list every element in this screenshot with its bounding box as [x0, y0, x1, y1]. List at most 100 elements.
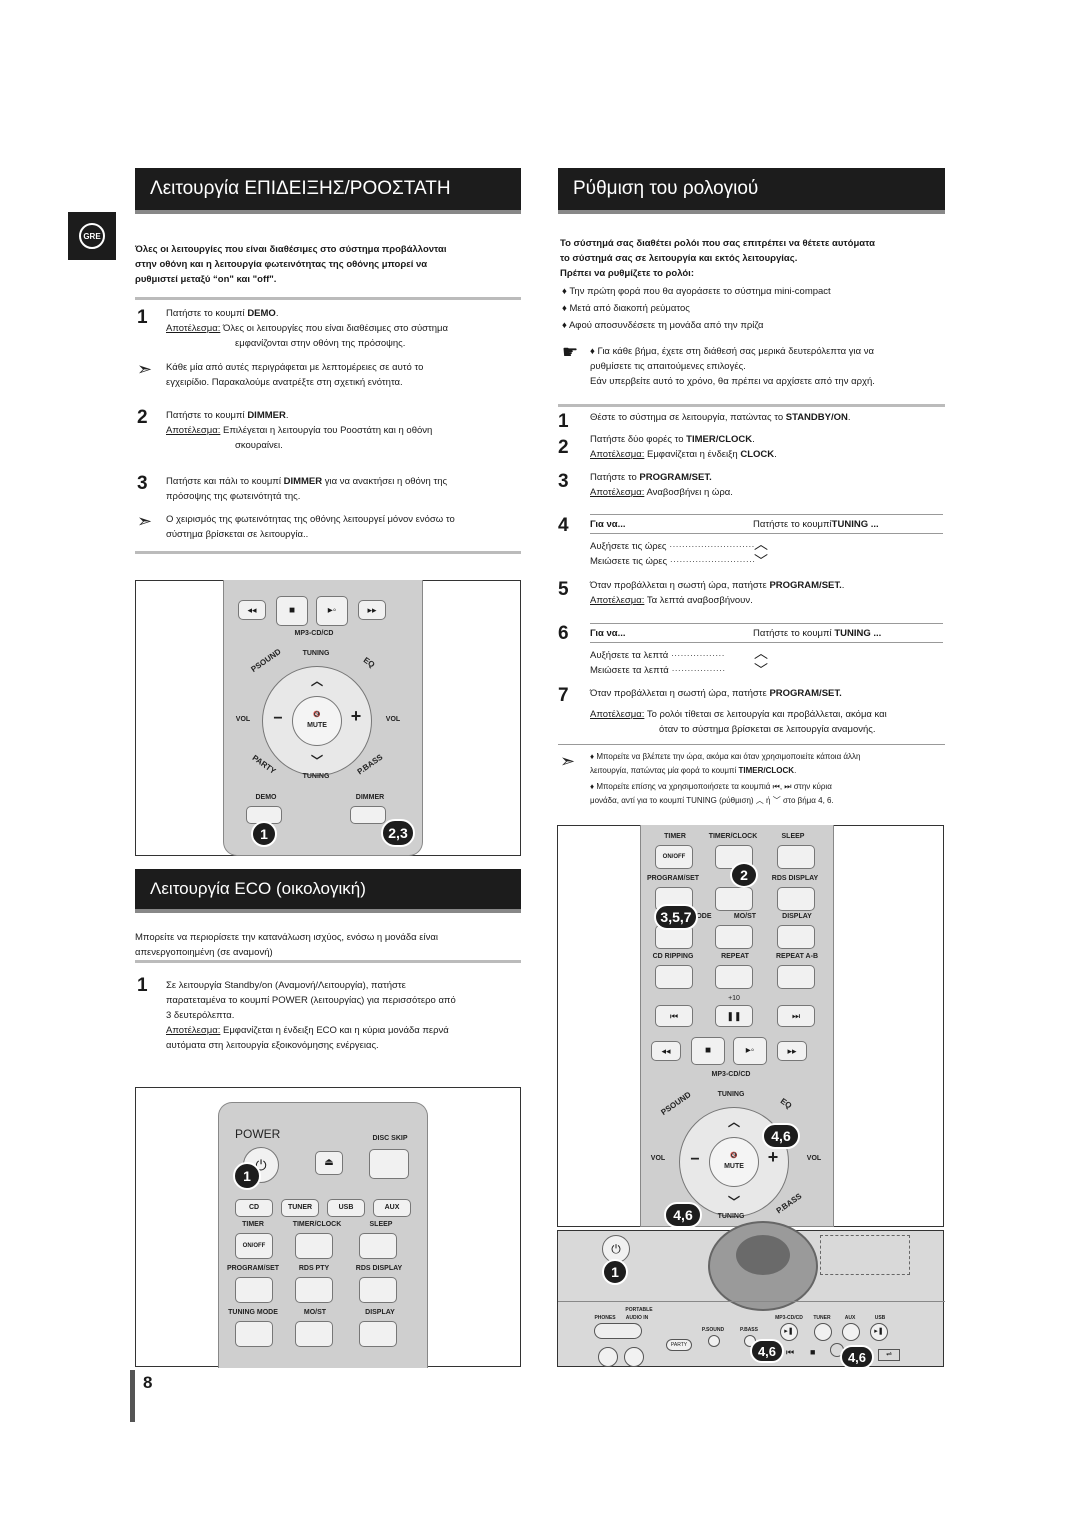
diamond-icon: ♦ [590, 782, 597, 791]
stop-icon: ■ [810, 1347, 816, 1357]
rds-pty-label: RDS PTY [298, 1265, 330, 1272]
step-number: 3 [558, 471, 569, 492]
audio-in-jack [624, 1347, 644, 1367]
button-name: CLOCK [740, 449, 775, 460]
note-text: Μπορείτε επίσης να χρησιμοποιήσετε τα κο… [596, 782, 771, 791]
step-number: 3 [137, 473, 148, 494]
chevron-up-icon: ︿ [754, 645, 768, 661]
step-text: . [285, 410, 289, 421]
result-label: Αποτέλεσμα: [166, 323, 221, 334]
page-number: 8 [143, 1373, 153, 1392]
step-text: Θέστε το σύστημα σε λειτουργία, πατώντας… [590, 412, 786, 423]
vol-minus-label: VOL [235, 716, 251, 723]
table-cell: Αυξήσετε τις ώρες [590, 541, 667, 552]
tuner-label: TUNER [813, 1315, 831, 1321]
clock-intro: Το σύστημά σας διαθέτει ρολόι που σας επ… [560, 236, 945, 281]
dot-leader: ················· [668, 650, 725, 661]
result-label: Αποτέλεσμα: [590, 449, 645, 460]
step-number: 7 [558, 685, 569, 706]
intro-line: το σύστημά σας σε λειτουργία και εκτός λ… [560, 253, 798, 264]
power-button: ⏻ [602, 1235, 630, 1263]
display-button [359, 1321, 397, 1347]
note-arrow-icon: ➣ [137, 359, 153, 379]
result-text: Τα λεπτά αναβοσβήνουν. [644, 595, 753, 606]
bullet-text: Μετά από διακοπή ρεύματος [569, 303, 690, 314]
tuning-mode-button [235, 1321, 273, 1347]
hours-table-rows: Αυξήσετε τις ώρες ······················… [590, 539, 790, 569]
tuning-label: TUNING [302, 650, 330, 657]
intro-line: στην οθόνη και η λειτουργία φωτεινότητας… [135, 259, 428, 270]
result-label: Αποτέλεσμα: [590, 487, 645, 498]
button-name: DIMMER [247, 410, 286, 421]
result-text: εμφανίζονται στην οθόνη της πρόσοψης. [235, 338, 406, 349]
intro-line: Το σύστημά σας διαθέτει ρολόι που σας επ… [560, 238, 875, 249]
note-line: Για κάθε βήμα, έχετε στη διάθεσή σας μερ… [597, 346, 874, 357]
cd-ripping-button [655, 965, 693, 989]
psound-label: PSOUND [249, 647, 283, 675]
must-set-heading: Πρέπει να ρυθμίζετε το ρολόι: [560, 268, 694, 279]
time-limit-note: ♦ Για κάθε βήμα, έχετε στη διάθεσή σας μ… [590, 344, 945, 389]
tuning-label: TUNING [717, 1091, 745, 1098]
timer-clock-label: TIMER/CLOCK [292, 1221, 342, 1228]
clock-step-5: Όταν προβάλλεται η σωστή ώρα, πατήστε PR… [590, 578, 945, 608]
mo-st-button [295, 1321, 333, 1347]
mode-label: MODE [690, 913, 712, 920]
remote-figure-clock: TIMER TIMER/CLOCK SLEEP ON/OFF PROGRAM/S… [557, 825, 944, 1228]
plus-icon: + [767, 1147, 779, 1167]
disc-skip-button [369, 1149, 409, 1179]
step-text: . [841, 580, 845, 591]
note-arrow-icon: ➣ [560, 751, 576, 771]
repeat-a-b-label: REPEAT A-B [776, 953, 818, 960]
intro-line: απενεργοποιημένη (σε αναμονή) [135, 947, 273, 958]
clock-bullets: ♦ Την πρώτη φορά που θα αγοράσετε το σύσ… [562, 284, 945, 333]
result-text: όταν το σύστημα βρίσκεται σε λειτουργία … [659, 724, 876, 735]
rds-display-button [777, 887, 815, 911]
note-1: Κάθε μία από αυτές περιγράφεται με λεπτο… [166, 360, 521, 390]
timer-label: TIMER [664, 833, 686, 840]
step-badge-4-6: 4,6 [750, 1339, 784, 1363]
step-3-text: Πατήστε και πάλι το κουμπί DIMMER για να… [166, 474, 521, 504]
note-text: στην κύρια [793, 782, 832, 791]
step-badge-1: 1 [233, 1162, 261, 1190]
intro-line: Μπορείτε να περιορίσετε την κατανάλωση ι… [135, 932, 438, 943]
minutes-table-rows: Αυξήσετε τα λεπτά ················· Μειώ… [590, 648, 790, 678]
step-text: Πατήστε το [590, 472, 640, 483]
divider [135, 297, 521, 300]
note-line: ρυθμίσετε τις απαιτούμενες επιλογές. [590, 361, 746, 372]
table-rule [590, 642, 943, 643]
minutes-table-header: Για να... Πατήστε το κουμπί TUNING ... [590, 626, 943, 641]
note-text: Μπορείτε να βλέπετε την ώρα, ακόμα και ό… [596, 752, 861, 761]
divider [135, 960, 521, 963]
title-underline [135, 210, 521, 214]
hours-table-header: Για να... Πατήστε το κουμπίTUNING ... [590, 517, 943, 532]
remote-illustration: TIMER TIMER/CLOCK SLEEP ON/OFF PROGRAM/S… [640, 825, 834, 1227]
button-name: DIMMER [283, 476, 323, 487]
header-text: Πατήστε το κουμπί [753, 628, 835, 639]
skip-forward-icon: ⏭ [784, 782, 792, 791]
bullet-text: Την πρώτη φορά που θα αγοράσετε το σύστη… [569, 286, 831, 297]
timer-clock-label: TIMER/CLOCK [708, 833, 758, 840]
plus-10-label: +10 [728, 995, 740, 1002]
left-section: Λειτουργία ΕΠΙΔΕΙΞΗΣ/ΡΟΟΣΤΑΤΗ [135, 168, 521, 214]
step-number: 2 [137, 407, 148, 428]
result-text: Εμφανίζεται η ένδειξη ECO και η κύρια μο… [220, 1025, 449, 1036]
mp3-cd-label: MP3-CD/CD [711, 1071, 751, 1078]
rds-pty-button [295, 1277, 333, 1303]
eco-intro: Μπορείτε να περιορίσετε την κατανάλωση ι… [135, 930, 521, 960]
note-text: ή [766, 796, 771, 805]
result-text: Αναβοσβήνει η ώρα. [644, 487, 733, 498]
chevron-up-icon: ︿ [727, 1115, 740, 1129]
display-label: DISPLAY [782, 913, 812, 920]
button-name: TIMER/CLOCK [738, 766, 795, 775]
note-line: Ο χειρισμός της φωτεινότητας της οθόνης … [166, 514, 455, 525]
remote-illustration: ◂◂ ■ ▸◦ ▸▸ MP3-CD/CD TUNING PSOUND EQ 🔇 … [223, 580, 423, 856]
skip-back-icon: ⏮ [786, 1347, 795, 1357]
chevron-down-icon: ﹀ [772, 796, 781, 805]
pointing-hand-icon: ☛ [562, 342, 579, 362]
clock-step-3: Πατήστε το PROGRAM/SET. Αποτέλεσμα: Αναβ… [590, 470, 945, 500]
minus-icon: − [273, 710, 283, 727]
sleep-label: SLEEP [369, 1221, 393, 1228]
result-text: Όλες οι λειτουργίες που είναι διαθέσιμες… [220, 323, 449, 334]
stop-button: ■ [691, 1037, 725, 1065]
table-header: Για να... [590, 519, 626, 530]
